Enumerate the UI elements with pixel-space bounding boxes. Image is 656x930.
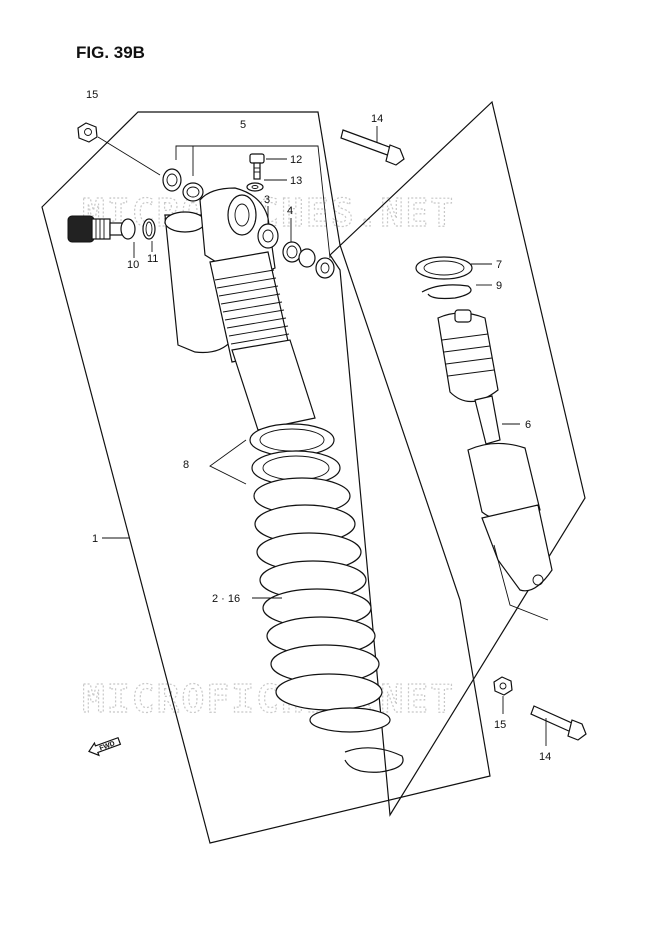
callout-10: 10 <box>127 259 139 271</box>
bolt-14-top <box>340 129 405 166</box>
callout-4: 4 <box>287 205 293 217</box>
callout-11: 11 <box>147 253 158 265</box>
seal-4 <box>282 241 316 268</box>
callout-15-bottom: 15 <box>494 719 506 731</box>
figure-title: FIG. 39B <box>76 43 145 62</box>
bolt-14-bottom <box>530 705 587 741</box>
callout-9: 9 <box>496 280 502 292</box>
circlip-9 <box>421 284 472 300</box>
callout-14-top: 14 <box>371 113 383 125</box>
callout-6: 6 <box>525 419 531 431</box>
bolt-12 <box>249 153 265 180</box>
fwd-arrow-icon: FWD <box>88 736 122 757</box>
washer-13 <box>246 182 264 192</box>
callout-5: 5 <box>240 119 246 131</box>
callout-13: 13 <box>290 175 302 187</box>
callout-14-bottom: 14 <box>539 751 551 763</box>
shock-body-boundary <box>329 100 586 817</box>
nut-15-bottom <box>493 676 513 696</box>
adjuster-10 <box>67 215 136 243</box>
callout-12: 12 <box>290 154 302 166</box>
oring-11 <box>142 218 156 240</box>
callout-15-top: 15 <box>86 89 98 101</box>
nut-15-top <box>77 122 98 143</box>
spring-2 <box>253 477 391 733</box>
collar-5-right <box>315 257 335 279</box>
fwd-label: FWD <box>99 740 116 752</box>
callout-2-16: 2 · 16 <box>212 593 240 605</box>
callout-3: 3 <box>264 194 270 206</box>
spring-retainer <box>344 747 404 773</box>
lock-ring-8 <box>249 423 341 486</box>
shock-damper-6 <box>437 309 553 592</box>
callout-1: 1 <box>92 533 98 545</box>
watermark-bottom: MICROFICHES.NET <box>82 677 455 721</box>
stopper-7 <box>415 256 473 280</box>
callout-7: 7 <box>496 259 502 271</box>
assembly-boundary <box>41 111 491 844</box>
collar-3 <box>257 223 279 249</box>
collar-5-left <box>162 168 204 202</box>
callout-8: 8 <box>183 459 189 471</box>
